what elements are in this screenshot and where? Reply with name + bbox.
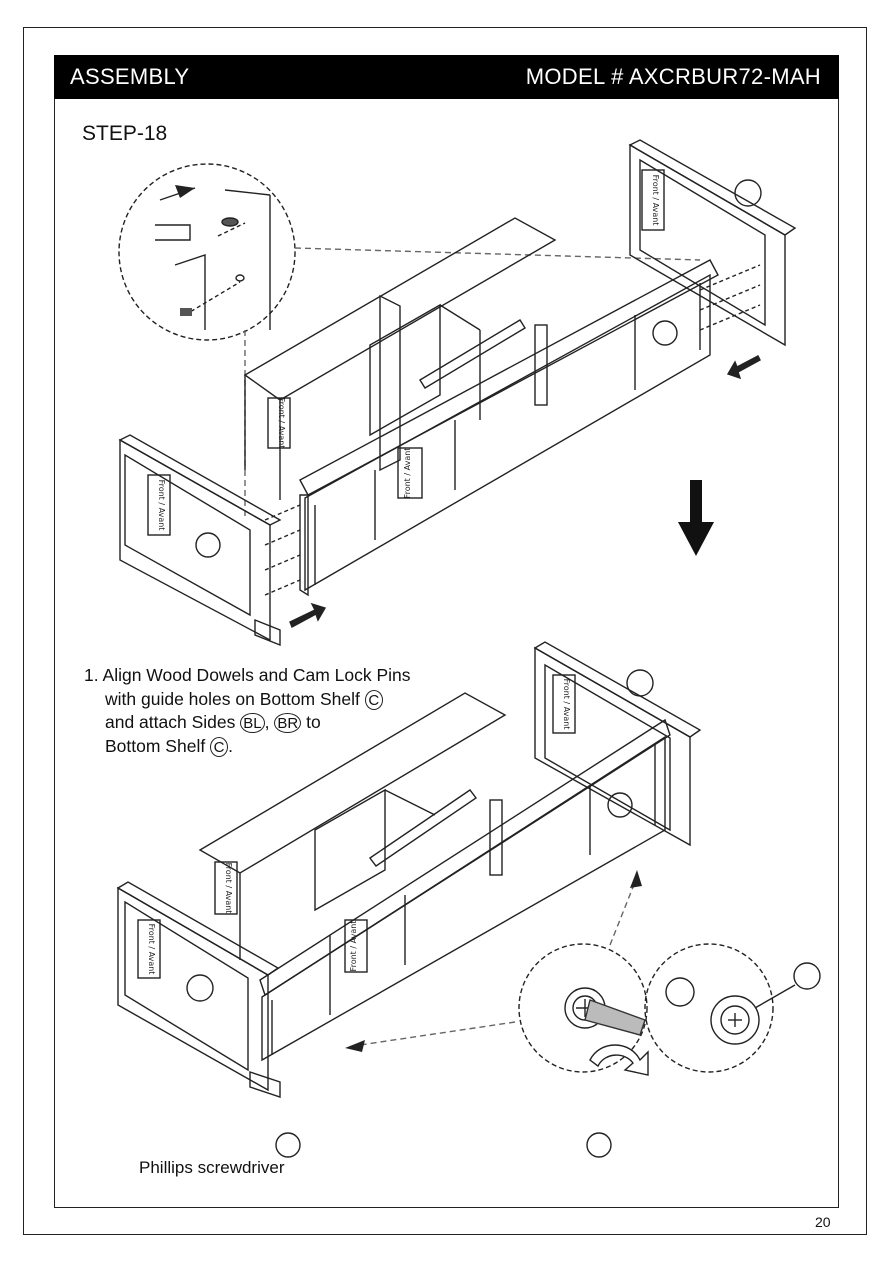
part-callout-bl xyxy=(195,532,221,558)
front-label-mid: Front / Avant xyxy=(403,448,412,499)
instruction-line-2: with guide holes on Bottom Shelf xyxy=(105,688,360,709)
separator: , xyxy=(264,712,270,732)
cam-pin-detail xyxy=(644,943,774,1073)
front-label-left: Front / Avant xyxy=(157,480,166,531)
instruction-line-1: Align Wood Dowels and Cam Lock Pins xyxy=(102,665,411,685)
detail-magnifier xyxy=(118,163,296,341)
part-c-callout: C xyxy=(364,689,383,710)
period: . xyxy=(228,735,233,756)
part-br-callout: BR xyxy=(274,713,302,734)
tool-label: Phillips screwdriver xyxy=(139,1158,285,1177)
instruction-line-3: and attach Sides xyxy=(105,712,236,732)
instruction-number: 1. xyxy=(84,665,99,685)
down-arrow-icon xyxy=(690,480,702,525)
front-label-back: Front / Avant xyxy=(277,398,286,449)
front-label-bottom-mid: Front / Avant xyxy=(349,921,358,972)
front-label-bottom-right: Front / Avant xyxy=(562,679,571,730)
instruction-line-3-end: to xyxy=(306,712,321,732)
header-bar: ASSEMBLY MODEL # AXCRBUR72-MAH xyxy=(54,55,839,99)
instruction-line-4: Bottom Shelf xyxy=(105,735,206,756)
page-border xyxy=(23,27,867,1235)
part-bl-callout: BL xyxy=(240,713,265,734)
header-model-number: MODEL # AXCRBUR72-MAH xyxy=(525,64,821,89)
step-title: STEP-18 xyxy=(82,122,168,145)
tool-callout-screwdriver xyxy=(275,1132,301,1158)
cam-lock-detail xyxy=(518,943,648,1073)
part-callout-br xyxy=(734,179,762,207)
instruction-text: 1. Align Wood Dowels and Cam Lock Pins w… xyxy=(84,664,411,758)
tool-callout-quantity xyxy=(586,1132,612,1158)
front-label-right: Front / Avant xyxy=(651,175,660,226)
part-c-callout-2: C xyxy=(210,736,229,757)
page-number: 20 xyxy=(815,1214,831,1230)
cam-lock-callout xyxy=(793,962,821,990)
front-label-bottom-left: Front / Avant xyxy=(147,924,156,975)
header-section-title: ASSEMBLY xyxy=(70,64,190,89)
front-label-bottom-back: Front / Avant xyxy=(224,863,233,914)
